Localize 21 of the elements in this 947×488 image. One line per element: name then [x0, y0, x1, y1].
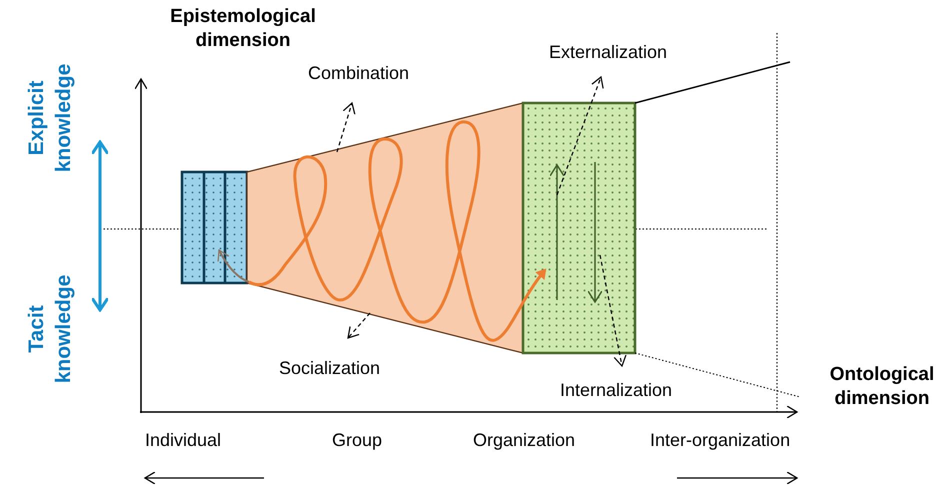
- individual-block: [180, 170, 248, 284]
- vertical-axis-label: Explicit knowledge: [24, 62, 76, 174]
- process-label: Internalization: [560, 379, 672, 401]
- dashed-arrow: [556, 76, 604, 196]
- axis-title: Ontological dimension: [828, 363, 936, 411]
- knowledge-spiral-cone: [246, 102, 524, 354]
- dashed-arrow: [599, 254, 627, 367]
- vertical-axis-label: Tacit knowledge: [24, 274, 76, 385]
- level-label: Group: [332, 429, 382, 452]
- dashed-arrow: [336, 102, 356, 152]
- level-label: Organization: [473, 429, 576, 452]
- organization-block: [522, 102, 636, 354]
- dashed-arrow: [347, 312, 370, 339]
- process-label: Socialization: [279, 357, 380, 379]
- spiral-arrow: [248, 120, 546, 342]
- level-label: Individual: [145, 429, 222, 452]
- dashed-arrow: [218, 249, 250, 283]
- level-label: Inter-organization: [650, 429, 790, 452]
- process-label: Externalization: [549, 41, 668, 63]
- process-label: Combination: [308, 62, 410, 84]
- axis-title: Epistemological dimension: [169, 5, 317, 53]
